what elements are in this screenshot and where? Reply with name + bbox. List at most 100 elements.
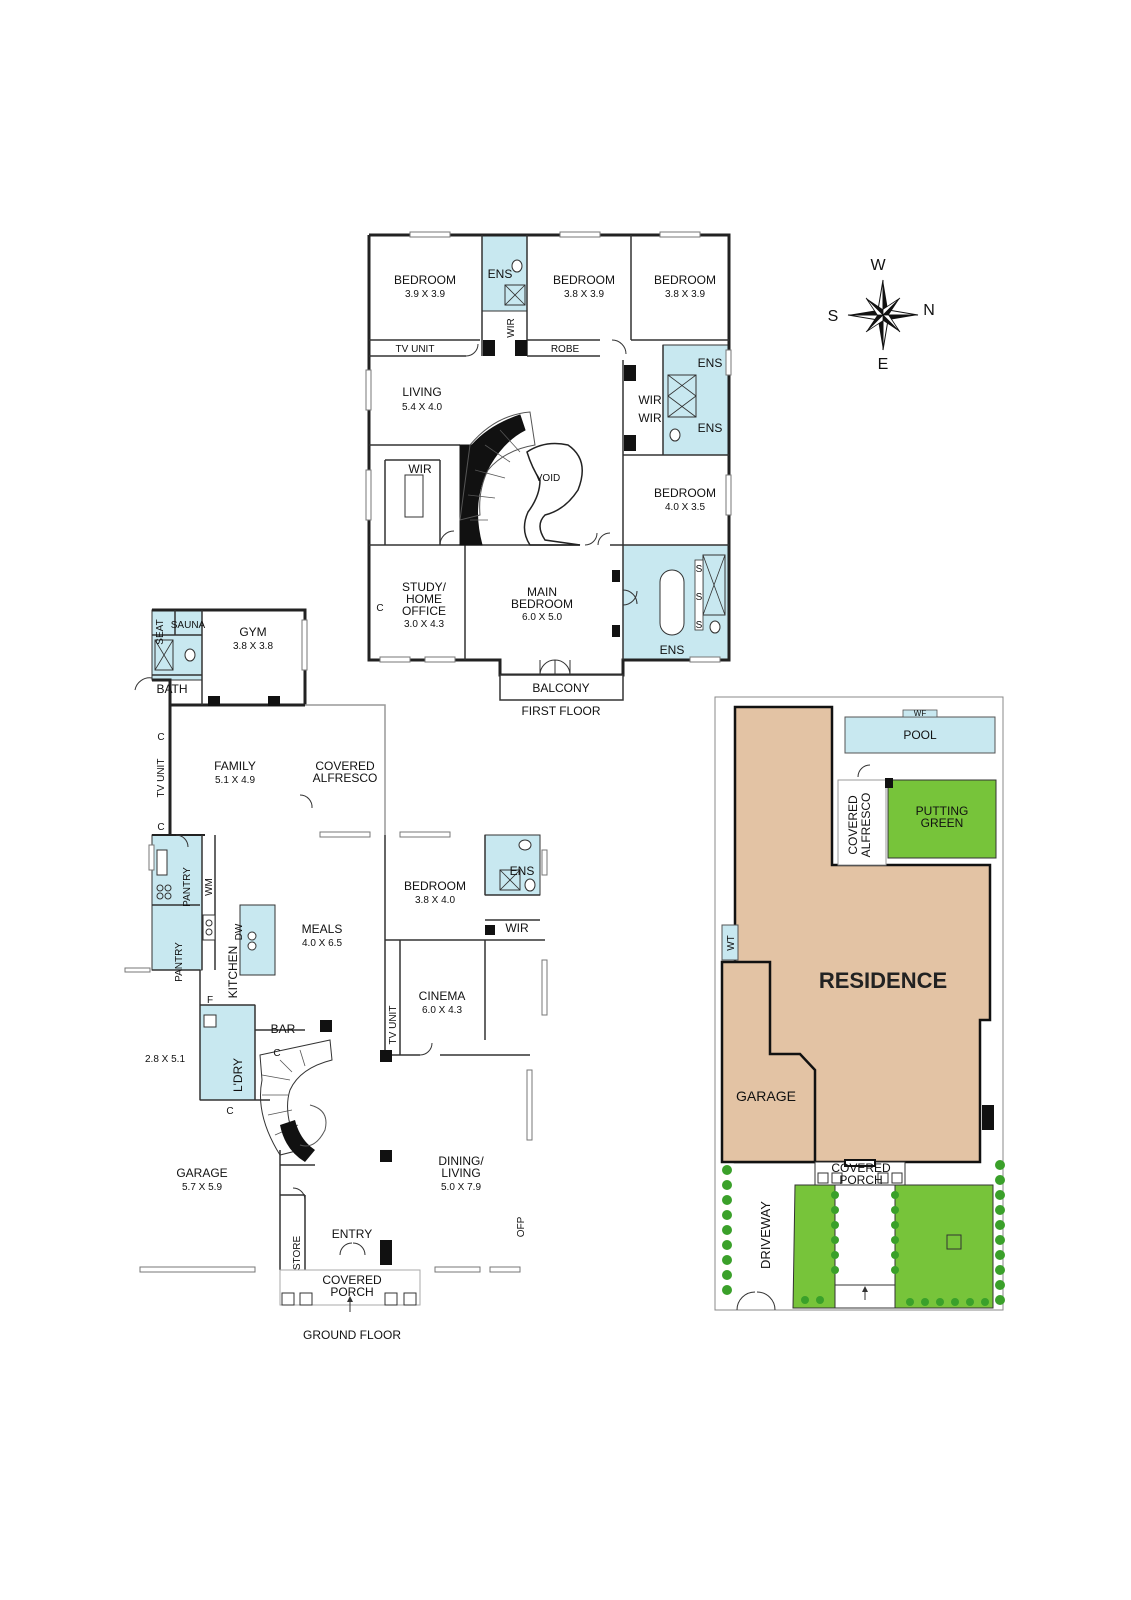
site-covered-alfresco-label-2: ALFRESCO [859, 793, 873, 858]
first-floor: BEDROOM 3.9 X 3.9 ENS WIR BEDROOM 3.8 X … [365, 231, 732, 718]
bathtub-icon [659, 569, 685, 636]
site-garage-shape [720, 960, 817, 1164]
site-covered-alfresco-label-1: COVERED [846, 795, 860, 855]
ff-main-bedroom-label-2: BEDROOM [511, 597, 573, 611]
gf-meals-label: MEALS [302, 922, 343, 936]
ff-bedroom-2-dim: 3.8 X 3.9 [564, 289, 604, 300]
compass-s-label: S [828, 308, 839, 325]
ff-wir-2-label: WIR [638, 393, 662, 407]
gf-c-2-label: C [157, 822, 164, 833]
ff-bedroom-3-dim: 3.8 X 3.9 [665, 289, 705, 300]
ff-bedroom-1-dim: 3.9 X 3.9 [405, 289, 445, 300]
ff-wir-island [404, 474, 424, 518]
site-residence-label: RESIDENCE [819, 968, 947, 993]
kitchen-island [239, 904, 276, 976]
gf-dw-label: DW [234, 923, 245, 940]
site-covered-porch-label-2: PORCH [839, 1173, 882, 1187]
gf-f-label: F [207, 995, 213, 1006]
ff-tv-unit-label: TV UNIT [396, 344, 435, 355]
site-garage-label: GARAGE [736, 1088, 796, 1104]
gf-bedroom-dim: 3.8 X 4.0 [415, 895, 455, 906]
gf-covered-alfresco-label-2: ALFRESCO [313, 771, 378, 785]
site-putting-green-label-2: GREEN [921, 816, 964, 830]
ff-wir-3-label: WIR [638, 411, 662, 425]
ground-floor: SEAT SAUNA BATH GYM 3.8 X 3.8 C TV UNIT … [124, 608, 548, 1342]
gf-pantry-1-label: PANTRY [182, 867, 193, 907]
ff-study-label-1: STUDY/ [402, 580, 447, 594]
ff-s-2-label: S [696, 592, 703, 603]
ff-living-dim: 5.4 X 4.0 [402, 402, 442, 413]
gf-tv-unit-2-label: TV UNIT [388, 1006, 399, 1045]
compass-rose-icon: W S N E [828, 257, 935, 373]
gf-garage-small-dim: 2.8 X 5.1 [145, 1054, 185, 1065]
site-hedges [722, 1160, 1005, 1306]
gf-sauna-bath [151, 609, 203, 681]
gf-ofp-label: OFP [516, 1216, 527, 1237]
gf-c-3-label: C [273, 1048, 280, 1059]
ff-bedroom-2-label: BEDROOM [553, 273, 615, 287]
compass-w-label: W [870, 257, 886, 274]
gf-pantry-2-label: PANTRY [174, 942, 185, 982]
gf-ens-label: ENS [510, 864, 535, 878]
ff-bedroom-4-label: BEDROOM [654, 486, 716, 500]
ff-study-label-3: OFFICE [402, 604, 446, 618]
ff-s-3-label: S [696, 620, 703, 631]
ff-ens-1-label: ENS [488, 267, 513, 281]
ff-ens-2-label: ENS [698, 356, 723, 370]
compass-e-label: E [878, 356, 889, 373]
ff-s-1-label: S [696, 564, 703, 575]
site-wt-label: WT [726, 935, 737, 951]
ff-study-c-label: C [376, 603, 383, 614]
gf-wir-label: WIR [505, 921, 529, 935]
site-boundary [714, 696, 1004, 1311]
gf-wm-label: WM [204, 878, 215, 896]
ff-void-outline [523, 442, 583, 546]
gf-entry-label: ENTRY [332, 1227, 372, 1241]
gf-garage-label: GARAGE [176, 1166, 227, 1180]
site-plan: WF POOL COVERED ALFRESCO PUTTING GREEN W… [714, 696, 1005, 1311]
ff-study-dim: 3.0 X 4.3 [404, 619, 444, 630]
ff-bedroom-1-label: BEDROOM [394, 273, 456, 287]
ff-balcony-outline [499, 674, 624, 701]
ff-living-label: LIVING [402, 385, 441, 399]
gf-gym-label: GYM [239, 625, 266, 639]
gf-covered-alfresco-label-1: COVERED [315, 759, 375, 773]
gf-dining-dim: 5.0 X 7.9 [441, 1182, 481, 1193]
gf-laundry-label: L'DRY [231, 1058, 245, 1092]
ff-main-ens-label: ENS [660, 643, 685, 657]
gf-cinema-label: CINEMA [419, 989, 466, 1003]
compass-n-label: N [923, 302, 935, 319]
gf-sauna-label: SAUNA [171, 620, 206, 631]
gf-dining-label-1: DINING/ [438, 1154, 484, 1168]
site-pool-label: POOL [903, 728, 937, 742]
ff-wir-4-label: WIR [408, 462, 432, 476]
gf-garage-dim: 5.7 X 5.9 [182, 1182, 222, 1193]
gf-covered-porch-label-1: COVERED [322, 1273, 382, 1287]
ff-bedroom-3-label: BEDROOM [654, 273, 716, 287]
gf-cinema-dim: 6.0 X 4.3 [422, 1005, 462, 1016]
gf-family-label: FAMILY [214, 759, 256, 773]
gf-bar-label: BAR [271, 1022, 296, 1036]
ff-wir-1-label: WIR [506, 318, 517, 337]
ground-floor-caption: GROUND FLOOR [303, 1328, 401, 1342]
ff-void-label: VOID [536, 473, 560, 484]
site-pool-shape [844, 716, 996, 754]
gf-dining-label-2: LIVING [441, 1166, 480, 1180]
ff-ens-3-label: ENS [698, 421, 723, 435]
site-putting-green-shape [887, 779, 997, 859]
gf-meals-dim: 4.0 X 6.5 [302, 938, 342, 949]
gf-bath-label: BATH [156, 682, 187, 696]
gf-c-1-label: C [157, 732, 164, 743]
gf-covered-porch-label-2: PORCH [330, 1285, 373, 1299]
gf-bedroom-label: BEDROOM [404, 879, 466, 893]
ff-robe-label: ROBE [551, 344, 580, 355]
ff-main-bedroom-dim: 6.0 X 5.0 [522, 612, 562, 623]
site-water-tank [721, 924, 739, 961]
site-driveway-label: DRIVEWAY [758, 1201, 773, 1269]
gf-kitchen-label: KITCHEN [226, 946, 240, 999]
gf-gym-dim: 3.8 X 3.8 [233, 641, 273, 652]
site-covered-porch-label-1: COVERED [831, 1161, 891, 1175]
ff-main-bedroom-label-1: MAIN [527, 585, 557, 599]
site-wf-label: WF [914, 709, 927, 718]
